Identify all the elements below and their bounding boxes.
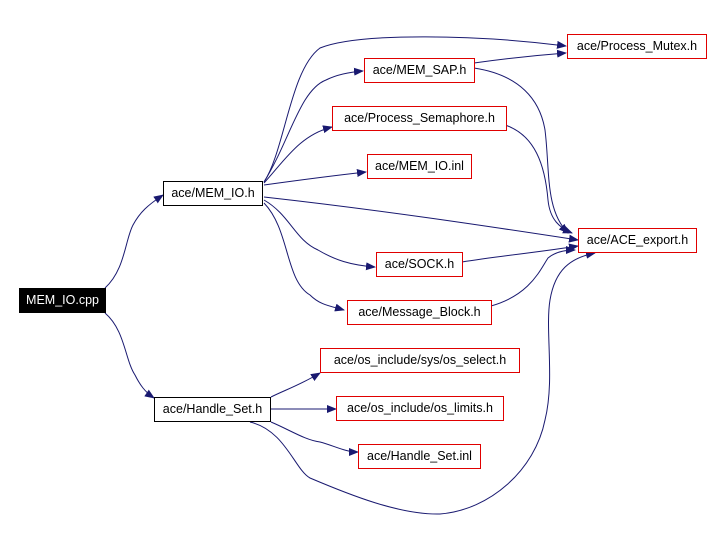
node-process-mutex-h[interactable]: ace/Process_Mutex.h	[567, 34, 707, 59]
node-handle-set-h[interactable]: ace/Handle_Set.h	[154, 397, 271, 422]
edge-handle-set-h-to-handle-set-inl	[270, 421, 359, 456]
edge-mem-io-h-to-mem-io-inl	[263, 169, 367, 186]
node-os-select-h[interactable]: ace/os_include/sys/os_select.h	[320, 348, 520, 373]
edge-mem-io-h-to-message-block-h	[263, 202, 345, 312]
node-process-semaphore-h[interactable]: ace/Process_Semaphore.h	[332, 106, 507, 131]
node-ace-export-h[interactable]: ace/ACE_export.h	[578, 228, 697, 253]
edge-mem-io-h-to-process-semaphore-h	[263, 125, 333, 184]
edge-mem-io-h-to-ace-export-h	[263, 196, 579, 243]
node-message-block-h[interactable]: ace/Message_Block.h	[347, 300, 492, 325]
edge-sock-h-to-ace-export-h	[461, 243, 579, 263]
node-sock-h[interactable]: ace/SOCK.h	[376, 252, 463, 277]
edge-process-semaphore-h-to-ace-export-h	[504, 124, 573, 234]
edge-root-to-handle-set-h	[104, 312, 155, 399]
node-handle-set-inl[interactable]: ace/Handle_Set.inl	[358, 444, 481, 469]
edge-handle-set-h-to-os-select-h	[270, 372, 321, 398]
edge-handle-set-h-to-ace-export-h	[249, 250, 596, 515]
node-os-limits-h[interactable]: ace/os_include/os_limits.h	[336, 396, 504, 421]
edge-mem-io-h-to-sock-h	[263, 199, 376, 271]
edge-message-block-h-to-ace-export-h	[490, 246, 576, 307]
edge-mem-io-h-to-process-mutex-h	[263, 36, 567, 183]
node-mem-io-h[interactable]: ace/MEM_IO.h	[163, 181, 263, 206]
edge-mem-sap-h-to-ace-export-h	[473, 67, 569, 234]
node-mem-sap-h[interactable]: ace/MEM_SAP.h	[364, 58, 475, 83]
edge-mem-sap-h-to-process-mutex-h	[473, 49, 567, 64]
node-mem-io-cpp[interactable]: MEM_IO.cpp	[19, 288, 106, 313]
edge-mem-io-h-to-mem-sap-h	[263, 67, 364, 183]
edge-root-to-mem-io-h	[104, 194, 164, 289]
node-mem-io-inl[interactable]: ace/MEM_IO.inl	[367, 154, 472, 179]
